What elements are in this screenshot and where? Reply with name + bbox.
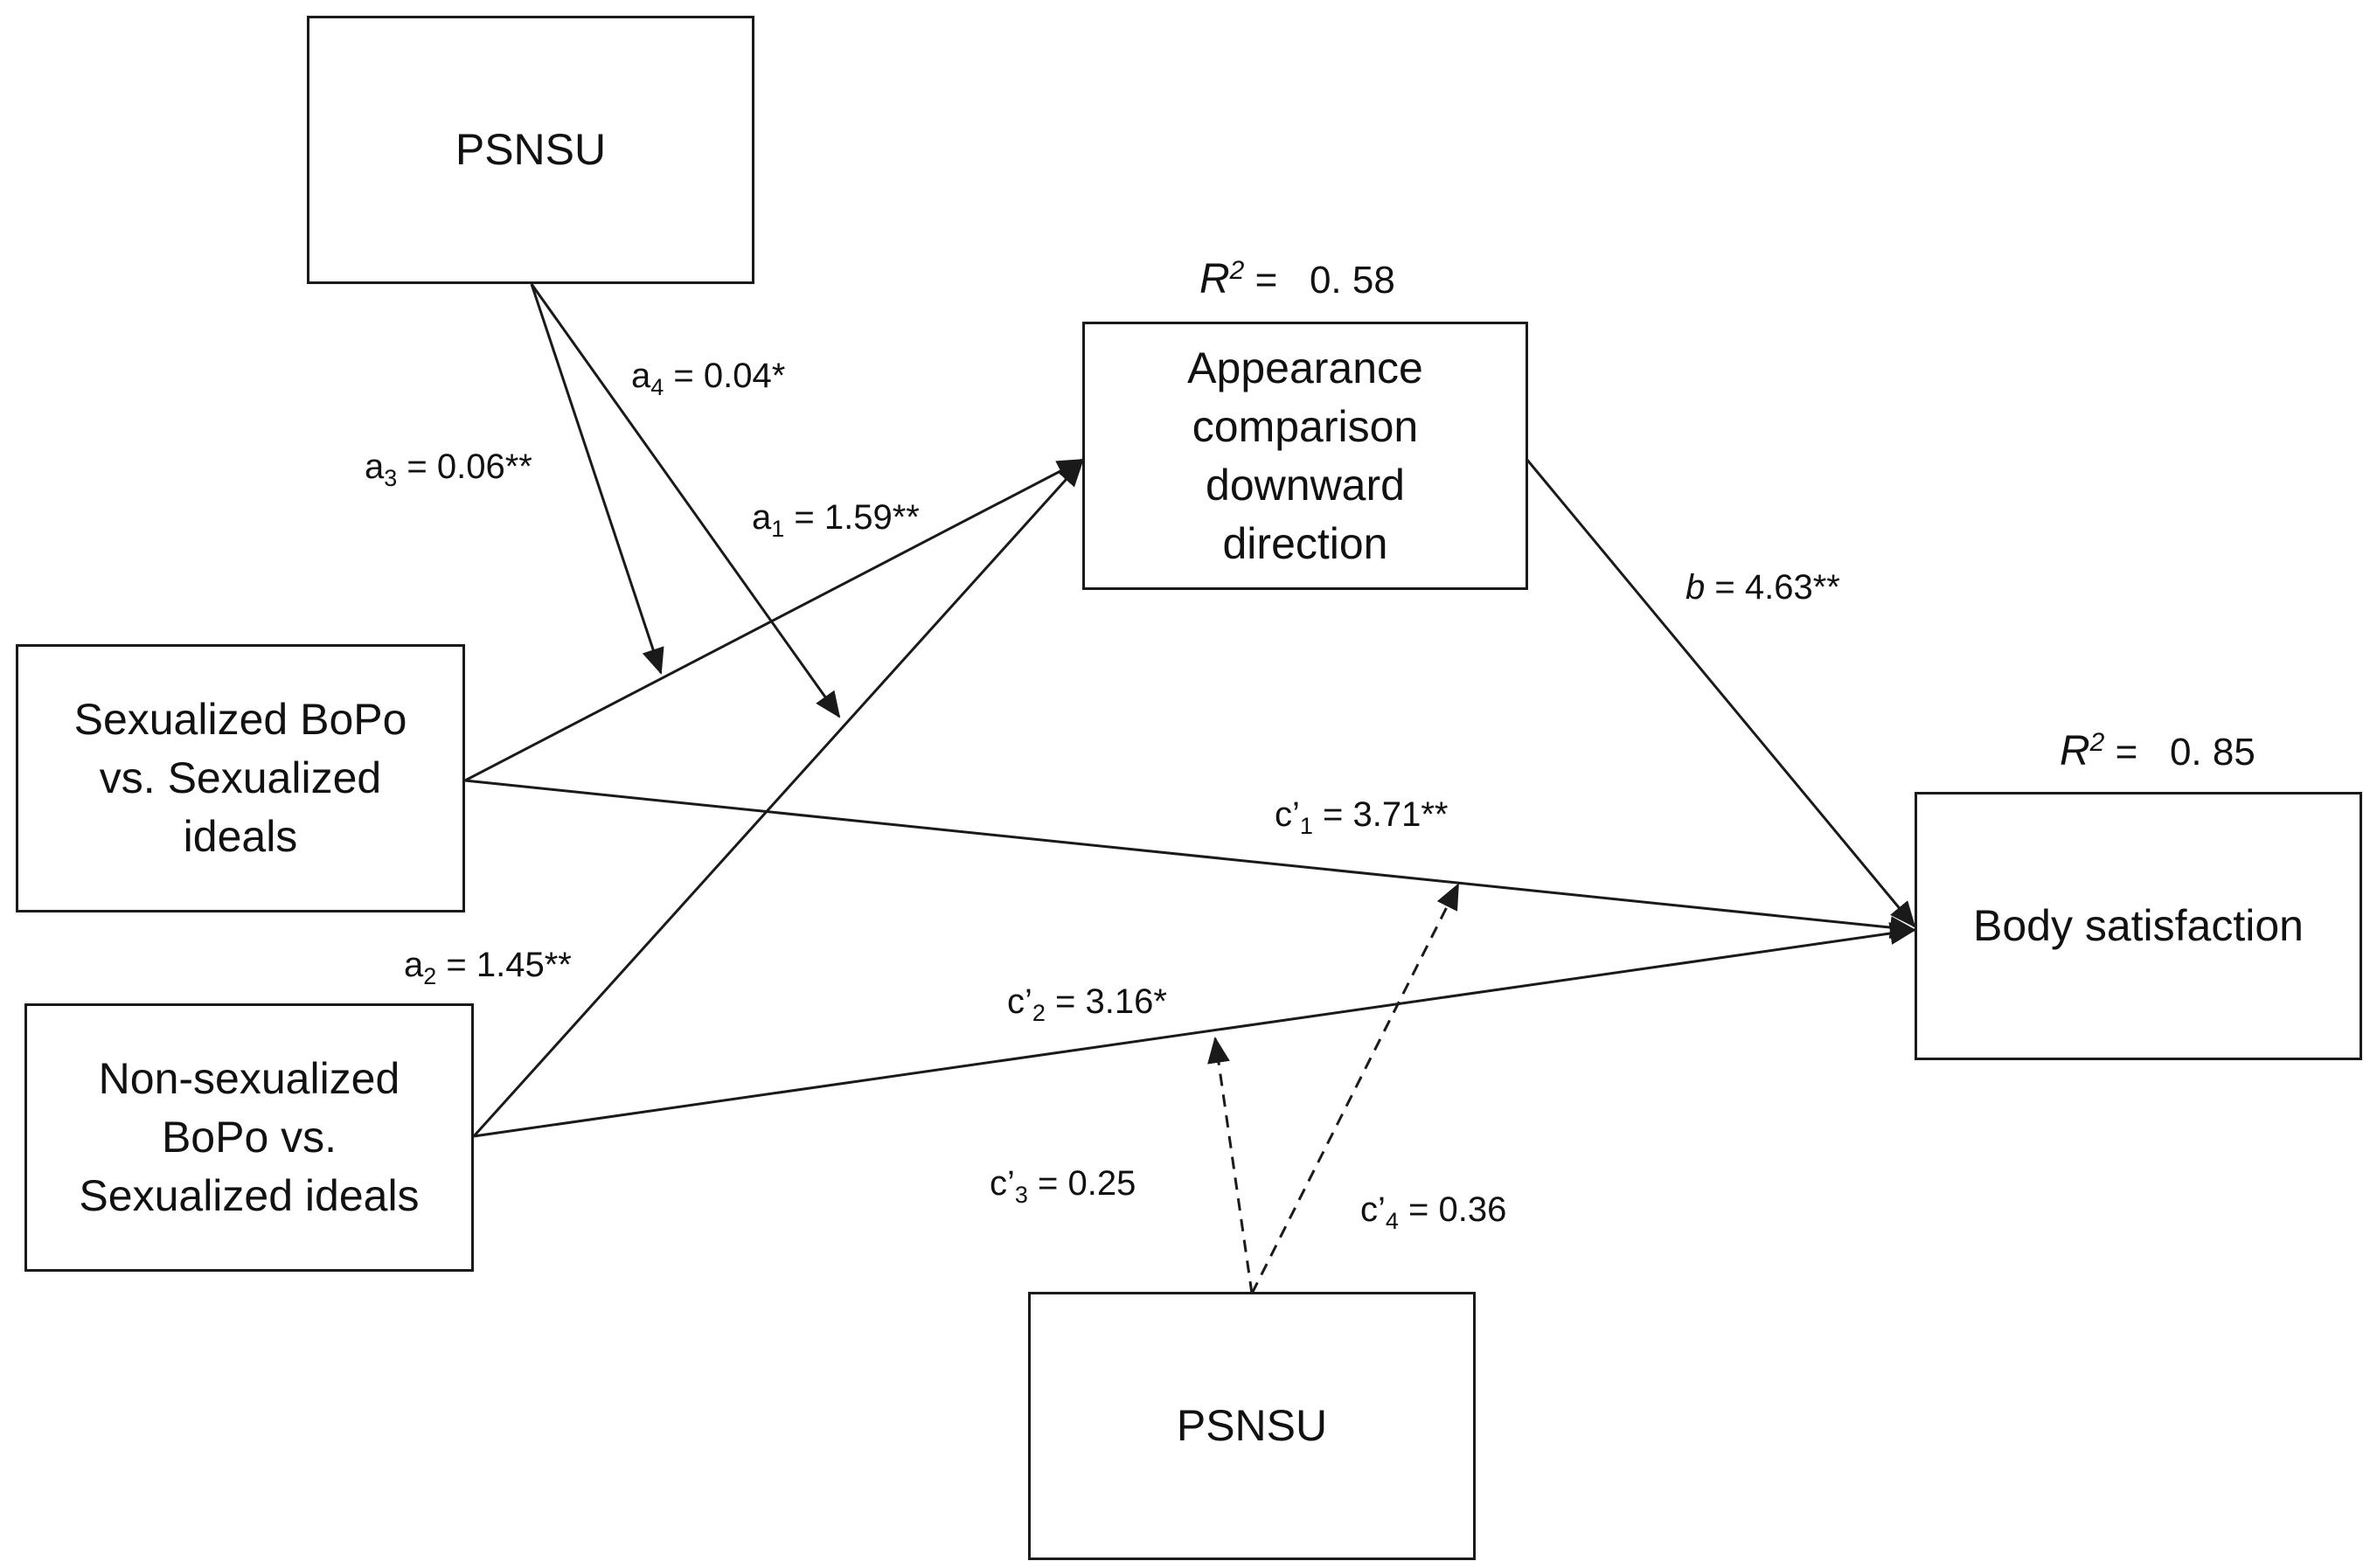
mediator-label: Appearance comparison downward direction [1187,343,1423,568]
path-c3-label: c’3 = 0.25 [990,1164,1136,1208]
path-c3-arrow [1207,1037,1254,1294]
sexualized-label: Sexualized BoPo vs. Sexualized ideals [73,695,407,861]
path-a4-arrow [530,283,841,718]
nonsexualized-box: Non-sexualized BoPo vs. Sexualized ideal… [24,1003,474,1272]
outcome-box: Body satisfaction [1915,792,2362,1060]
path-a2-label: a2 = 1.45** [404,946,572,989]
path-c4-label: c’4 = 0.36 [1360,1190,1507,1234]
psnsu-top-label: PSNSU [455,125,607,174]
outcome-label: Body satisfaction [1973,901,2304,950]
psnsu-top-box: PSNSU [307,16,754,284]
path-c2-arrow [473,922,1916,1138]
path-c1-arrow [464,779,1916,940]
path-c2-label: c’2 = 3.16* [1007,982,1167,1026]
psnsu-bottom-box: PSNSU [1028,1292,1476,1560]
mediator-box: Appearance comparison downward direction [1082,322,1528,590]
nonsexualized-label: Non-sexualized BoPo vs. Sexualized ideal… [79,1054,420,1220]
path-a3-label: a3 = 0.06** [365,448,532,491]
path-a2-arrow [472,460,1084,1138]
path-a1-arrow [464,458,1084,782]
path-b-arrow [1525,458,1916,928]
path-c1-label: c’1 = 3.71** [1275,795,1449,839]
path-c4-arrow [1250,883,1460,1294]
path-b-label: b = 4.63** [1685,568,1840,607]
psnsu-bottom-label: PSNSU [1176,1401,1328,1450]
path-a4-label: a4 = 0.04* [631,357,786,400]
mediator-r-squared: R2 = 0. 58 [1199,256,1395,302]
path-a1-label: a1 = 1.59** [752,498,920,542]
outcome-r-squared: R2 = 0. 85 [2060,728,2255,774]
path-a3-arrow [530,283,664,675]
sexualized-box: Sexualized BoPo vs. Sexualized ideals [16,644,465,912]
